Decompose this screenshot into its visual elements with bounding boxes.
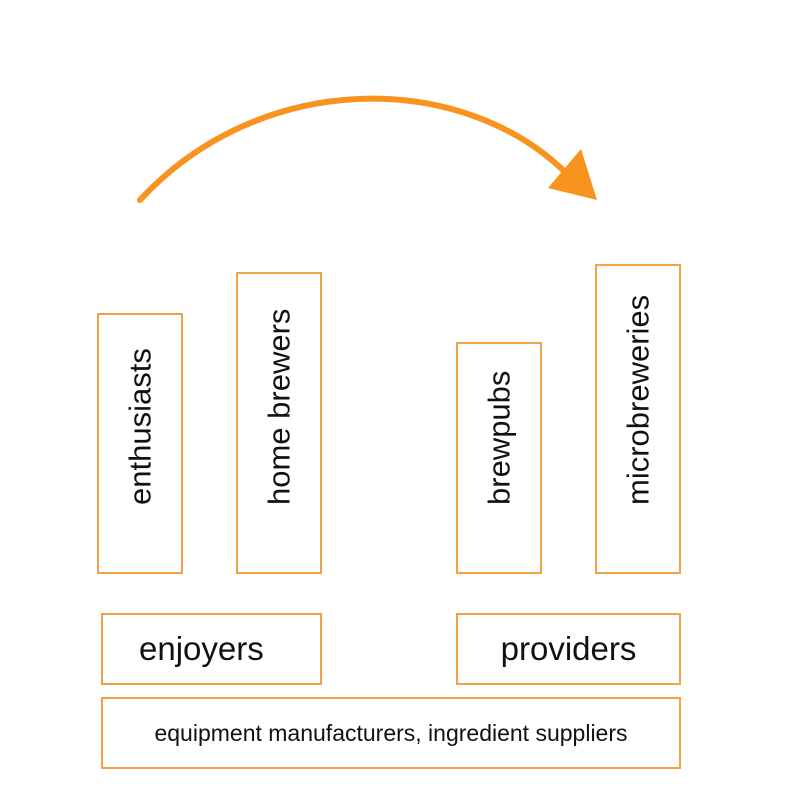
label-brewpubs: brewpubs (481, 370, 517, 505)
label-providers: providers (500, 630, 637, 667)
box-home-brewers: home brewers (236, 272, 322, 574)
label-home-brewers: home brewers (261, 308, 297, 505)
label-microbreweries: microbreweries (620, 294, 656, 505)
arrowhead-icon (548, 149, 597, 200)
label-enthusiasts: enthusiasts (122, 348, 158, 505)
arrow-arc (137, 95, 568, 203)
label-suppliers: equipment manufacturers, ingredient supp… (154, 719, 628, 746)
box-enthusiasts: enthusiasts (97, 313, 183, 574)
label-enjoyers: enjoyers (139, 630, 264, 667)
group-box-providers: providers (456, 613, 681, 685)
base-box-suppliers: equipment manufacturers, ingredient supp… (101, 697, 681, 769)
box-microbreweries: microbreweries (595, 264, 681, 574)
group-box-enjoyers: enjoyers (101, 613, 322, 685)
box-brewpubs: brewpubs (456, 342, 542, 574)
